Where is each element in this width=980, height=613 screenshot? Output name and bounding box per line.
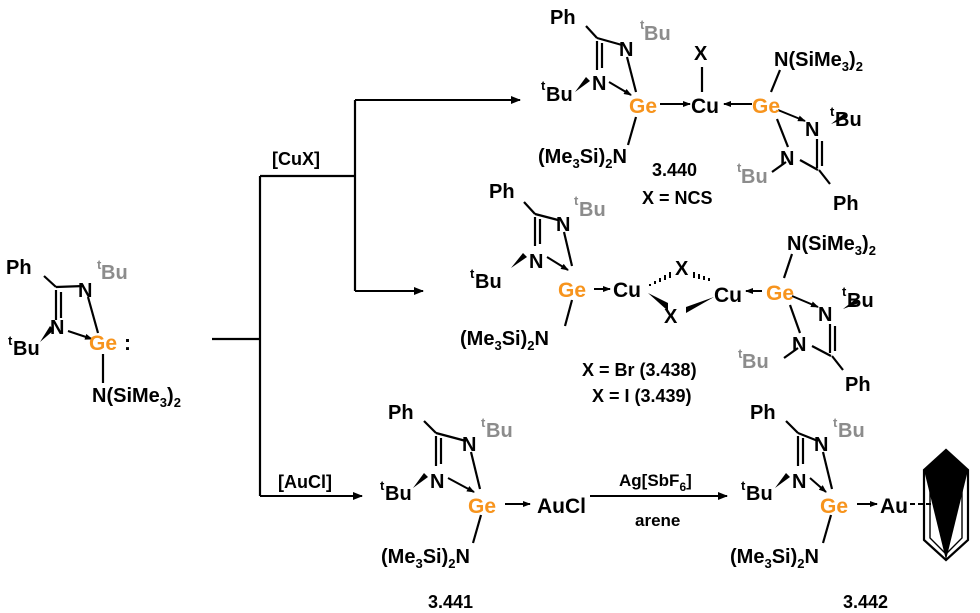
ring-n: N bbox=[818, 304, 832, 326]
lone-pair-colon: : bbox=[124, 332, 131, 355]
ring-n: N bbox=[462, 434, 476, 456]
bridging-halide: X bbox=[675, 258, 689, 280]
aucl-fragment: AuCl bbox=[537, 495, 586, 518]
ph-label: Ph bbox=[833, 193, 859, 215]
tbu-label: Bu bbox=[746, 483, 773, 505]
tbu-label-grey: Bu bbox=[742, 351, 769, 373]
germanium-atom: Ge bbox=[766, 282, 794, 305]
ph-label: Ph bbox=[388, 402, 414, 424]
tbu-label: Bu bbox=[847, 290, 874, 312]
tbu-superscript: t bbox=[737, 160, 742, 175]
tbu-label: Bu bbox=[546, 84, 573, 106]
copper-atom: Cu bbox=[613, 279, 641, 302]
tbu-superscript: t bbox=[97, 257, 102, 272]
tbu-label-grey: Bu bbox=[838, 420, 865, 442]
tbu-label: Bu bbox=[385, 483, 412, 505]
tbu-label-grey: Bu bbox=[579, 199, 606, 221]
ring-n: N bbox=[592, 73, 606, 95]
ph-label: Ph bbox=[845, 374, 871, 396]
ring-n-bottom: N bbox=[50, 317, 64, 339]
tbu-label-grey: Bu bbox=[101, 262, 128, 284]
reagent-cux: [CuX] bbox=[272, 149, 320, 169]
copper-atom: Cu bbox=[714, 284, 742, 307]
tbu-label-grey: Bu bbox=[644, 23, 671, 45]
compound-number: 3.440 bbox=[652, 160, 697, 180]
ring-n-top: N bbox=[78, 280, 92, 302]
compound-definition: X = I (3.439) bbox=[592, 386, 692, 406]
reagent-arene: arene bbox=[635, 511, 680, 530]
ph-label: Ph bbox=[750, 402, 776, 424]
tbu-label: Bu bbox=[475, 271, 502, 293]
tbu-superscript: t bbox=[842, 284, 847, 299]
compound-definition: X = Br (3.438) bbox=[582, 360, 697, 380]
tbu-superscript: t bbox=[8, 333, 13, 348]
branch-arrows bbox=[212, 96, 728, 500]
tbu-superscript: t bbox=[640, 17, 645, 32]
ph-label: Ph bbox=[6, 257, 32, 279]
germanium-atom: Ge bbox=[629, 95, 657, 118]
tbu-superscript: t bbox=[470, 266, 475, 281]
amide-group: N(SiMe3)2 bbox=[774, 49, 863, 74]
gold-atom: Au bbox=[880, 495, 908, 518]
ring-n: N bbox=[529, 251, 543, 273]
tbu-superscript: t bbox=[541, 78, 546, 93]
tbu-label: Bu bbox=[835, 109, 862, 131]
starting-germylene: Ph N t Bu N t Bu Ge : N(SiMe3)2 bbox=[6, 257, 181, 410]
compound-number: 3.441 bbox=[428, 592, 473, 612]
tbu-superscript: t bbox=[741, 478, 746, 493]
ring-n: N bbox=[556, 214, 570, 236]
tbu-superscript: t bbox=[574, 193, 579, 208]
germanium-atom: Ge bbox=[89, 332, 117, 355]
ring-n: N bbox=[792, 471, 806, 493]
germanium-atom: Ge bbox=[752, 95, 780, 118]
compound-3-441: Ph N t Bu N t Bu Ge AuCl (Me3Si)2N 3.441 bbox=[380, 402, 586, 612]
copper-atom: Cu bbox=[691, 95, 719, 118]
bridging-halide: X bbox=[664, 306, 678, 328]
tbu-label: Bu bbox=[13, 338, 40, 360]
amide-group: (Me3Si)2N bbox=[460, 328, 549, 353]
tbu-label-grey: Bu bbox=[486, 420, 513, 442]
amide-group: N(SiMe3)2 bbox=[787, 233, 876, 258]
amide-group: N(SiMe3)2 bbox=[92, 385, 181, 410]
tbu-superscript: t bbox=[833, 415, 838, 430]
tbu-superscript: t bbox=[481, 415, 486, 430]
tbu-label-grey: Bu bbox=[741, 166, 768, 188]
ring-n: N bbox=[805, 119, 819, 141]
halide-x: X bbox=[694, 43, 708, 65]
germanium-atom: Ge bbox=[820, 495, 848, 518]
ph-label: Ph bbox=[489, 181, 515, 203]
compound-3-442: Ph N t Bu N t Bu Ge Au (Me3Si)2N 3.442 bbox=[730, 402, 970, 612]
germanium-atom: Ge bbox=[468, 495, 496, 518]
ring-n: N bbox=[430, 471, 444, 493]
amide-group: (Me3Si)2N bbox=[730, 546, 819, 571]
ring-n: N bbox=[619, 39, 633, 61]
tbu-superscript: t bbox=[830, 104, 835, 119]
amide-group: (Me3Si)2N bbox=[381, 546, 470, 571]
tbu-superscript: t bbox=[380, 478, 385, 493]
ring-n: N bbox=[780, 148, 794, 170]
reagent-ag-sbf6: Ag[SbF6] bbox=[619, 471, 692, 494]
amide-group: (Me3Si)2N bbox=[538, 146, 627, 171]
compound-definition: X = NCS bbox=[642, 188, 713, 208]
tbu-superscript: t bbox=[738, 346, 743, 361]
reagent-aucl: [AuCl] bbox=[278, 472, 332, 492]
compound-number: 3.442 bbox=[843, 592, 888, 612]
compound-3-438-3-439: Ph N t Bu N t Bu Ge (Me3Si)2N Cu X X Cu … bbox=[460, 181, 876, 406]
ring-n: N bbox=[814, 434, 828, 456]
compound-3-440: Ph N t Bu N t Bu Ge (Me3Si)2N X Cu Ge N(… bbox=[538, 7, 863, 215]
ph-label: Ph bbox=[550, 7, 576, 29]
germanium-atom: Ge bbox=[558, 279, 586, 302]
ring-n: N bbox=[792, 334, 806, 356]
